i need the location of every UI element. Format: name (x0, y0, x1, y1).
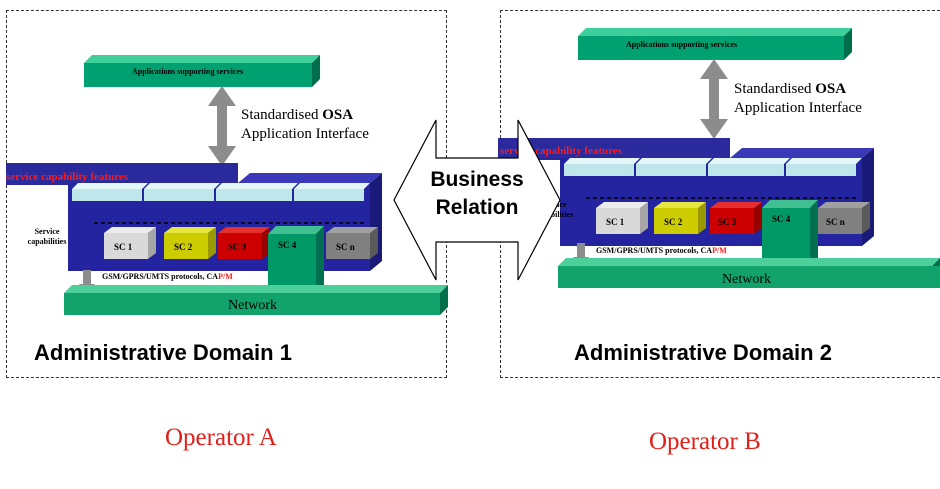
domain-title-2: Administrative Domain 2 (574, 340, 832, 365)
sc-box-n-label-2: SC n (826, 217, 845, 227)
osa-interface-label-1: Standardised OSA Application Interface (241, 106, 369, 144)
sc-box-4-label-2: SC 4 (772, 214, 791, 224)
network-bar-1 (64, 285, 448, 315)
sc-boxes-1: SC 1 SC 2 SC 3 SC n (104, 227, 378, 259)
domain-title-1: Administrative Domain 1 (34, 340, 292, 365)
protocols-prefix-2: GSM/GPRS/UMTS protocols, CA (596, 246, 713, 255)
sc-box-1-label-2: SC 1 (606, 217, 625, 227)
applications-bar-2 (578, 28, 852, 60)
sc-box-1-label: SC 1 (114, 242, 133, 252)
network-label-2: Network (722, 272, 771, 287)
protocols-label-2: GSM/GPRS/UMTS protocols, CAP/M (596, 246, 727, 255)
osa-interface-label-2: Standardised OSA Application Interface (734, 80, 862, 118)
protocols-red-1: P/M (218, 272, 233, 281)
osa-interface-arrow-2 (700, 59, 728, 139)
osa-bold-2: OSA (815, 81, 847, 97)
osa-interface-arrow-1 (208, 86, 236, 166)
osa-prefix-1: Standardised (241, 107, 323, 123)
applications-label-1: Applications supporting services (132, 67, 244, 76)
sc-box-4-label-1: SC 4 (278, 240, 297, 250)
sc-box-3-label: SC 3 (228, 242, 247, 252)
sc-box-2-label: SC 2 (174, 242, 193, 252)
business-line2: Relation (435, 196, 519, 219)
sc-box-3-label-2: SC 3 (718, 217, 737, 227)
network-label-1: Network (228, 298, 277, 313)
osa-line2-1: Application Interface (241, 126, 369, 142)
osa-prefix-2: Standardised (734, 81, 816, 97)
sc-boxes-2: SC 1 SC 2 SC 3 SC n (596, 202, 870, 234)
scf-label-1: service capability features (6, 171, 128, 183)
osa-line2-2: Application Interface (734, 100, 862, 116)
business-line1: Business (430, 168, 524, 191)
protocols-prefix-1: GSM/GPRS/UMTS protocols, CA (102, 272, 219, 281)
operator-b-label: Operator B (649, 428, 761, 455)
applications-label-2: Applications supporting services (626, 40, 738, 49)
network-bar-2 (558, 258, 940, 288)
business-relation-label: Business Relation (404, 166, 550, 222)
business-relation-arrow (393, 119, 561, 281)
osa-bold-1: OSA (322, 107, 354, 123)
operator-a-label: Operator A (165, 424, 277, 451)
protocols-red-2: P/M (712, 246, 727, 255)
sc-box-n-label: SC n (336, 242, 355, 252)
scf-bars-2 (564, 158, 862, 176)
sc4-block-1: SC 4 (268, 226, 324, 294)
sc-box-2-label-2: SC 2 (664, 217, 683, 227)
protocols-label-1: GSM/GPRS/UMTS protocols, CAP/M (102, 272, 233, 281)
service-platform-1: SC 1 SC 2 SC 3 SC n (6, 163, 382, 271)
applications-bar-1 (84, 55, 320, 87)
scf-bars-1 (72, 183, 370, 201)
